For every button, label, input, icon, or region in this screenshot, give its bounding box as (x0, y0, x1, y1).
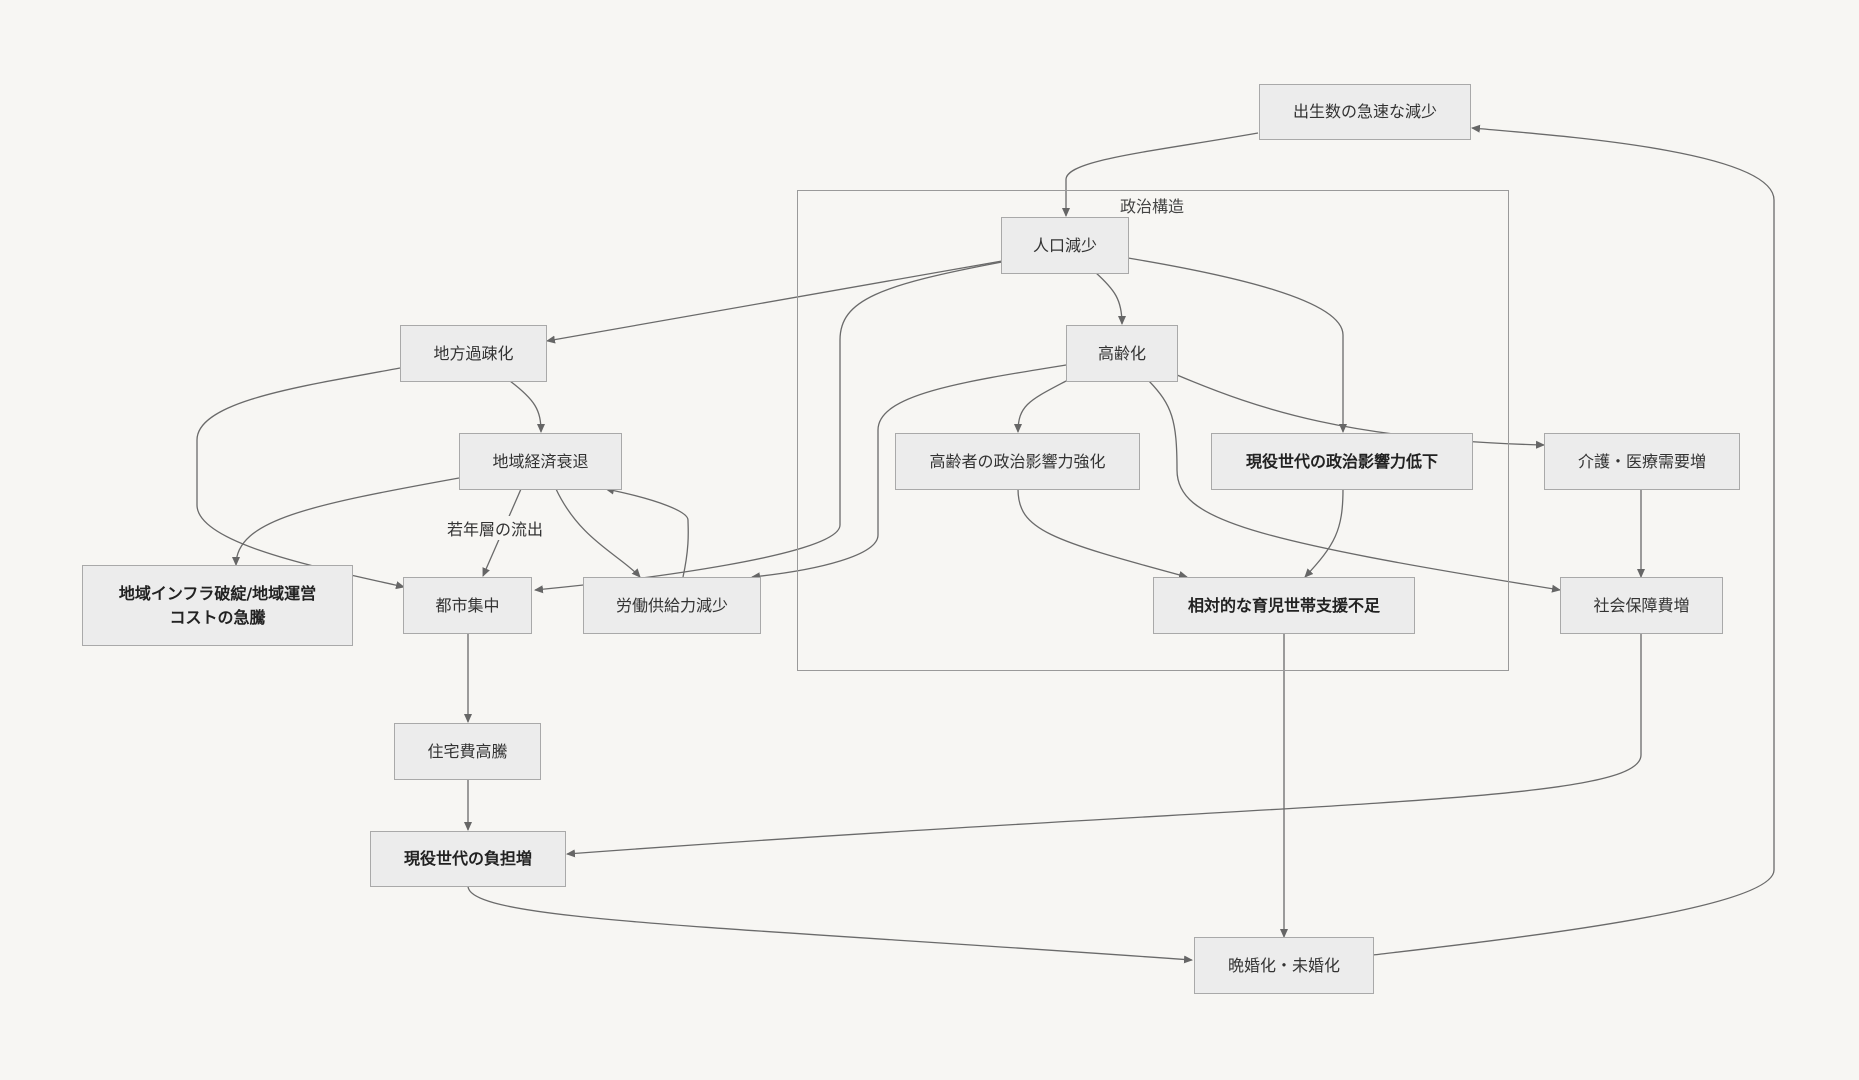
node-working-burden: 現役世代の負担増 (370, 831, 566, 887)
edge-regional-to-labor (555, 488, 641, 578)
edge-aging-to-elderly (1014, 380, 1067, 433)
node-labor-decline: 労働供給力減少 (583, 577, 761, 634)
edge-late-to-birth (1372, 124, 1775, 956)
node-birth-decline: 出生数の急速な減少 (1259, 84, 1471, 140)
node-care-demand: 介護・医療需要増 (1544, 433, 1740, 490)
edge-rural-to-regional (509, 380, 545, 433)
edge-regional-to-infra (232, 477, 460, 566)
edge-aging-to-labor (751, 364, 1067, 581)
node-social-security: 社会保障費増 (1560, 577, 1723, 634)
edge-labor-to-regional (605, 486, 689, 578)
edge-population-to-aging (1094, 271, 1126, 325)
edge-working-to-childcare (1304, 488, 1344, 578)
edge-population-to-rural (546, 260, 1003, 344)
edge-population-to-working (1127, 257, 1347, 433)
node-late-marriage: 晩婚化・未婚化 (1194, 937, 1374, 994)
edge-elderly-to-childcare (1017, 488, 1188, 579)
node-rural-depopulation: 地方過疎化 (400, 325, 547, 382)
node-aging: 高齢化 (1066, 325, 1178, 382)
edge-burden-to-late (467, 885, 1193, 964)
node-regional-economy: 地域経済衰退 (459, 433, 622, 490)
cluster-label: 政治構造 (1120, 197, 1185, 216)
edge-birth-to-population (1062, 132, 1259, 217)
node-working-influence: 現役世代の政治影響力低下 (1211, 433, 1473, 490)
political-structure-cluster (797, 190, 1509, 671)
edge-label-youth-outflow: 若年層の流出 (444, 516, 547, 540)
node-urban-concentration: 都市集中 (403, 577, 532, 634)
node-housing-cost: 住宅費高騰 (394, 723, 541, 780)
edge-rural-to-urban (196, 367, 405, 590)
node-elderly-influence: 高齢者の政治影響力強化 (895, 433, 1140, 490)
node-population-decline: 人口減少 (1001, 217, 1129, 274)
edge-social-to-burden (566, 634, 1642, 858)
node-childcare-support: 相対的な育児世帯支援不足 (1153, 577, 1415, 634)
edge-aging-to-social (1148, 380, 1561, 593)
node-infra-collapse: 地域インフラ破綻/地域運営コストの急騰 (82, 565, 353, 646)
